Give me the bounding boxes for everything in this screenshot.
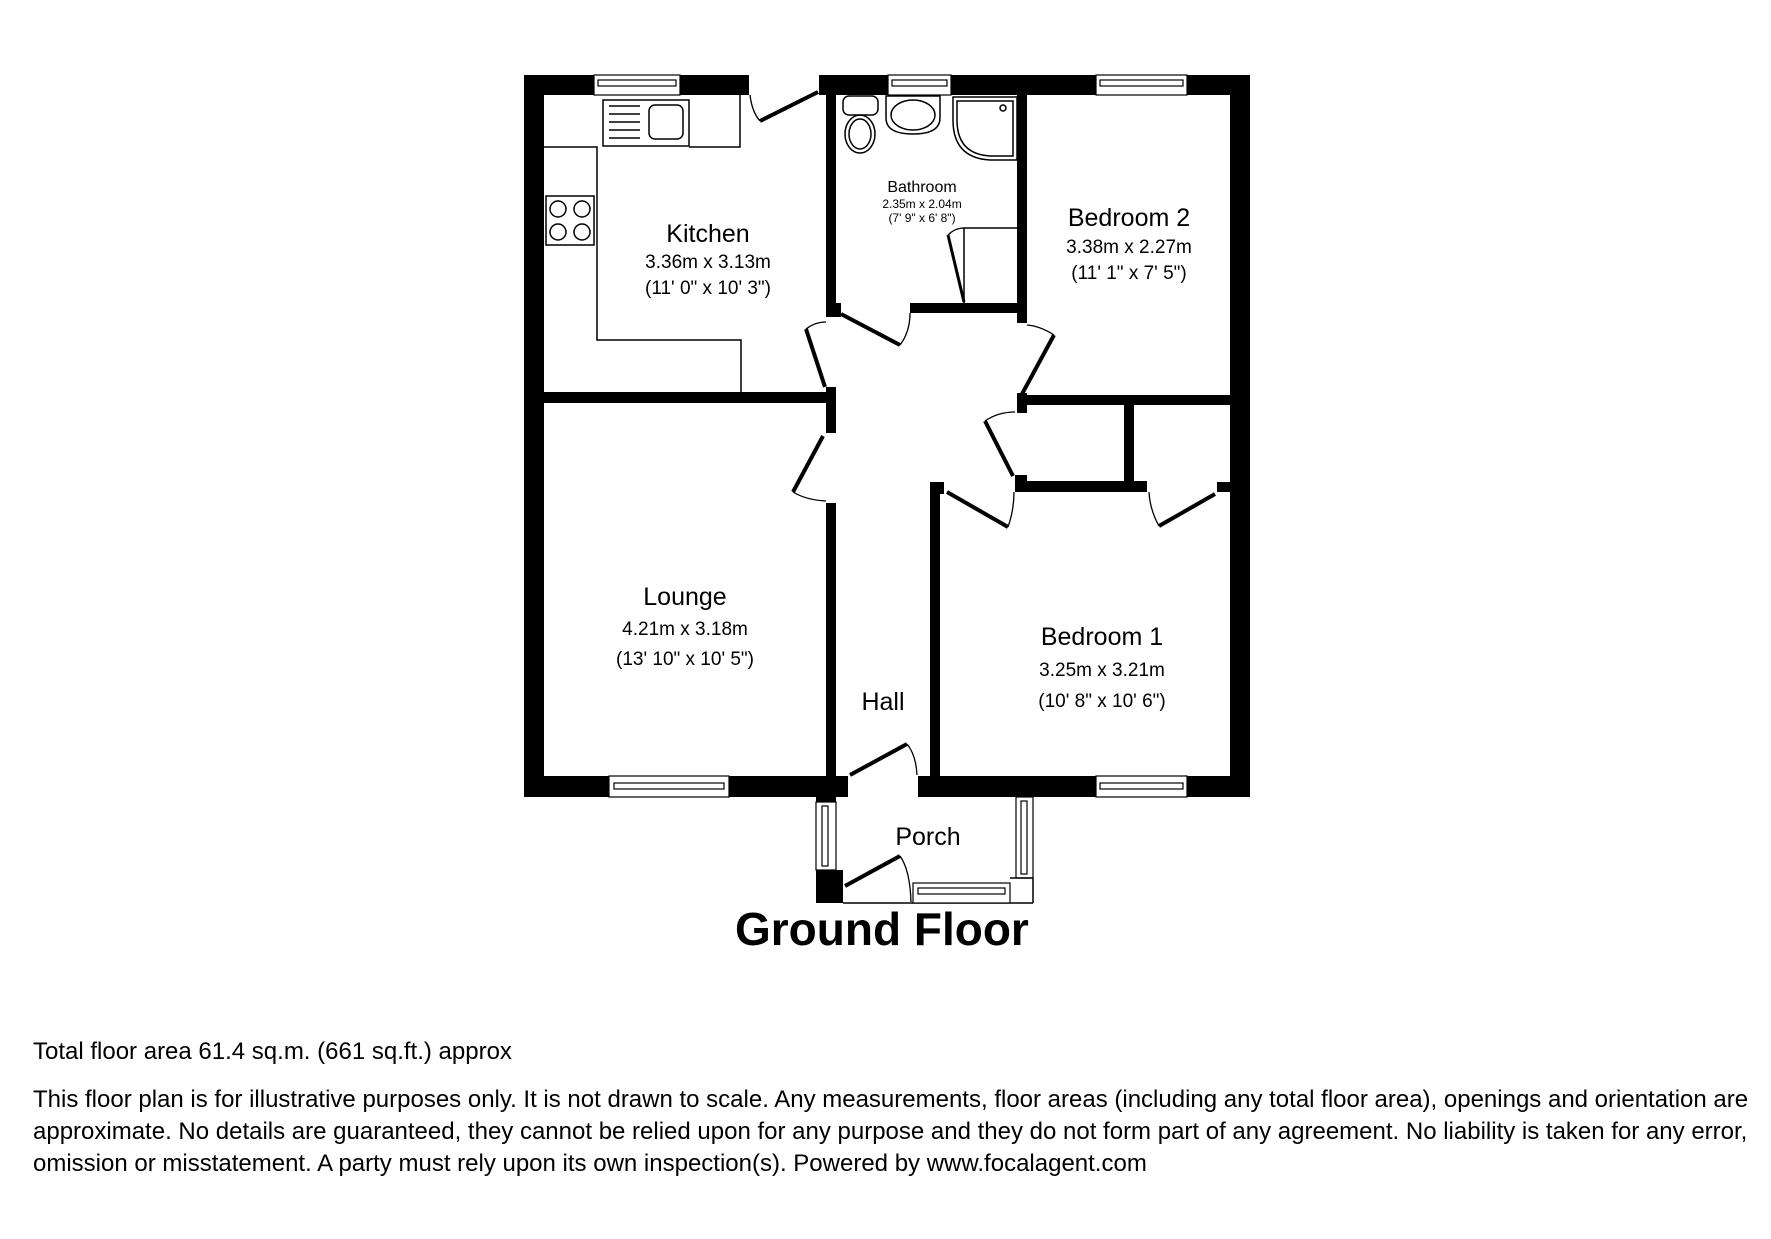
linen-cupboard-icon [946, 227, 1017, 303]
bedroom1-window-icon [1095, 775, 1188, 798]
lounge-metric: 4.21m x 3.18m [622, 619, 748, 640]
lounge-door-icon [791, 435, 827, 502]
footer: Total floor area 61.4 sq.m. (661 sq.ft.)… [33, 1036, 1753, 1180]
basin-icon [885, 95, 941, 135]
wardrobe-door-icon [1148, 491, 1216, 528]
bedroom2-label: Bedroom 2 [1067, 204, 1191, 232]
bathroom-imperial: (7' 9" x 6' 8") [888, 211, 956, 225]
bedroom2-window-icon [1095, 74, 1188, 96]
kitchen-metric: 3.36m x 3.13m [645, 252, 771, 273]
closet-door-icon [983, 411, 1016, 477]
bathroom-metric: 2.35m x 2.04m [882, 197, 962, 211]
outer-walls [524, 75, 1250, 797]
sink-icon [602, 99, 690, 147]
bedroom2-metric: 3.38m x 2.27m [1066, 237, 1192, 258]
floor-title: Ground Floor [735, 903, 1029, 955]
hall-porch-door-icon [849, 742, 918, 777]
bathroom-label: Bathroom [887, 179, 957, 196]
bedroom2-imperial: (11' 1" x 7' 5") [1071, 263, 1187, 284]
bathroom-window-icon [887, 74, 952, 96]
disclaimer: This floor plan is for illustrative purp… [33, 1086, 1749, 1177]
bedroom2-door-icon [1020, 324, 1056, 395]
bedroom1-imperial: (10' 8" x 10' 6") [1038, 691, 1166, 712]
front-door-icon [844, 854, 912, 903]
lounge-label: Lounge [643, 583, 727, 611]
bedroom1-label: Bedroom 1 [1040, 623, 1164, 651]
kitchen-back-door-icon [749, 90, 819, 123]
porch-structure [815, 796, 1034, 904]
kitchen-door-icon [804, 321, 827, 388]
hob-icon [545, 195, 595, 246]
bedroom1-metric: 3.25m x 3.21m [1039, 660, 1165, 681]
bathroom-fittings [842, 95, 1018, 303]
porch-label: Porch [895, 823, 961, 851]
shower-icon [952, 96, 1018, 161]
lounge-imperial: (13' 10" x 10' 5") [616, 649, 754, 670]
kitchen-imperial: (11' 0" x 10' 3") [644, 278, 772, 299]
kitchen-label: Kitchen [666, 220, 750, 248]
toilet-icon [842, 95, 879, 154]
doors [749, 90, 1216, 903]
bedroom1-door-icon [946, 490, 1015, 529]
total-floor-area: Total floor area 61.4 sq.m. (661 sq.ft.)… [33, 1038, 512, 1065]
internal-walls [544, 95, 1230, 797]
bathroom-door-icon [840, 312, 911, 347]
hall-label: Hall [861, 688, 905, 716]
windows [593, 74, 1188, 798]
kitchen-fittings [544, 95, 742, 392]
kitchen-window-icon [593, 74, 681, 96]
lounge-window-icon [608, 775, 730, 798]
